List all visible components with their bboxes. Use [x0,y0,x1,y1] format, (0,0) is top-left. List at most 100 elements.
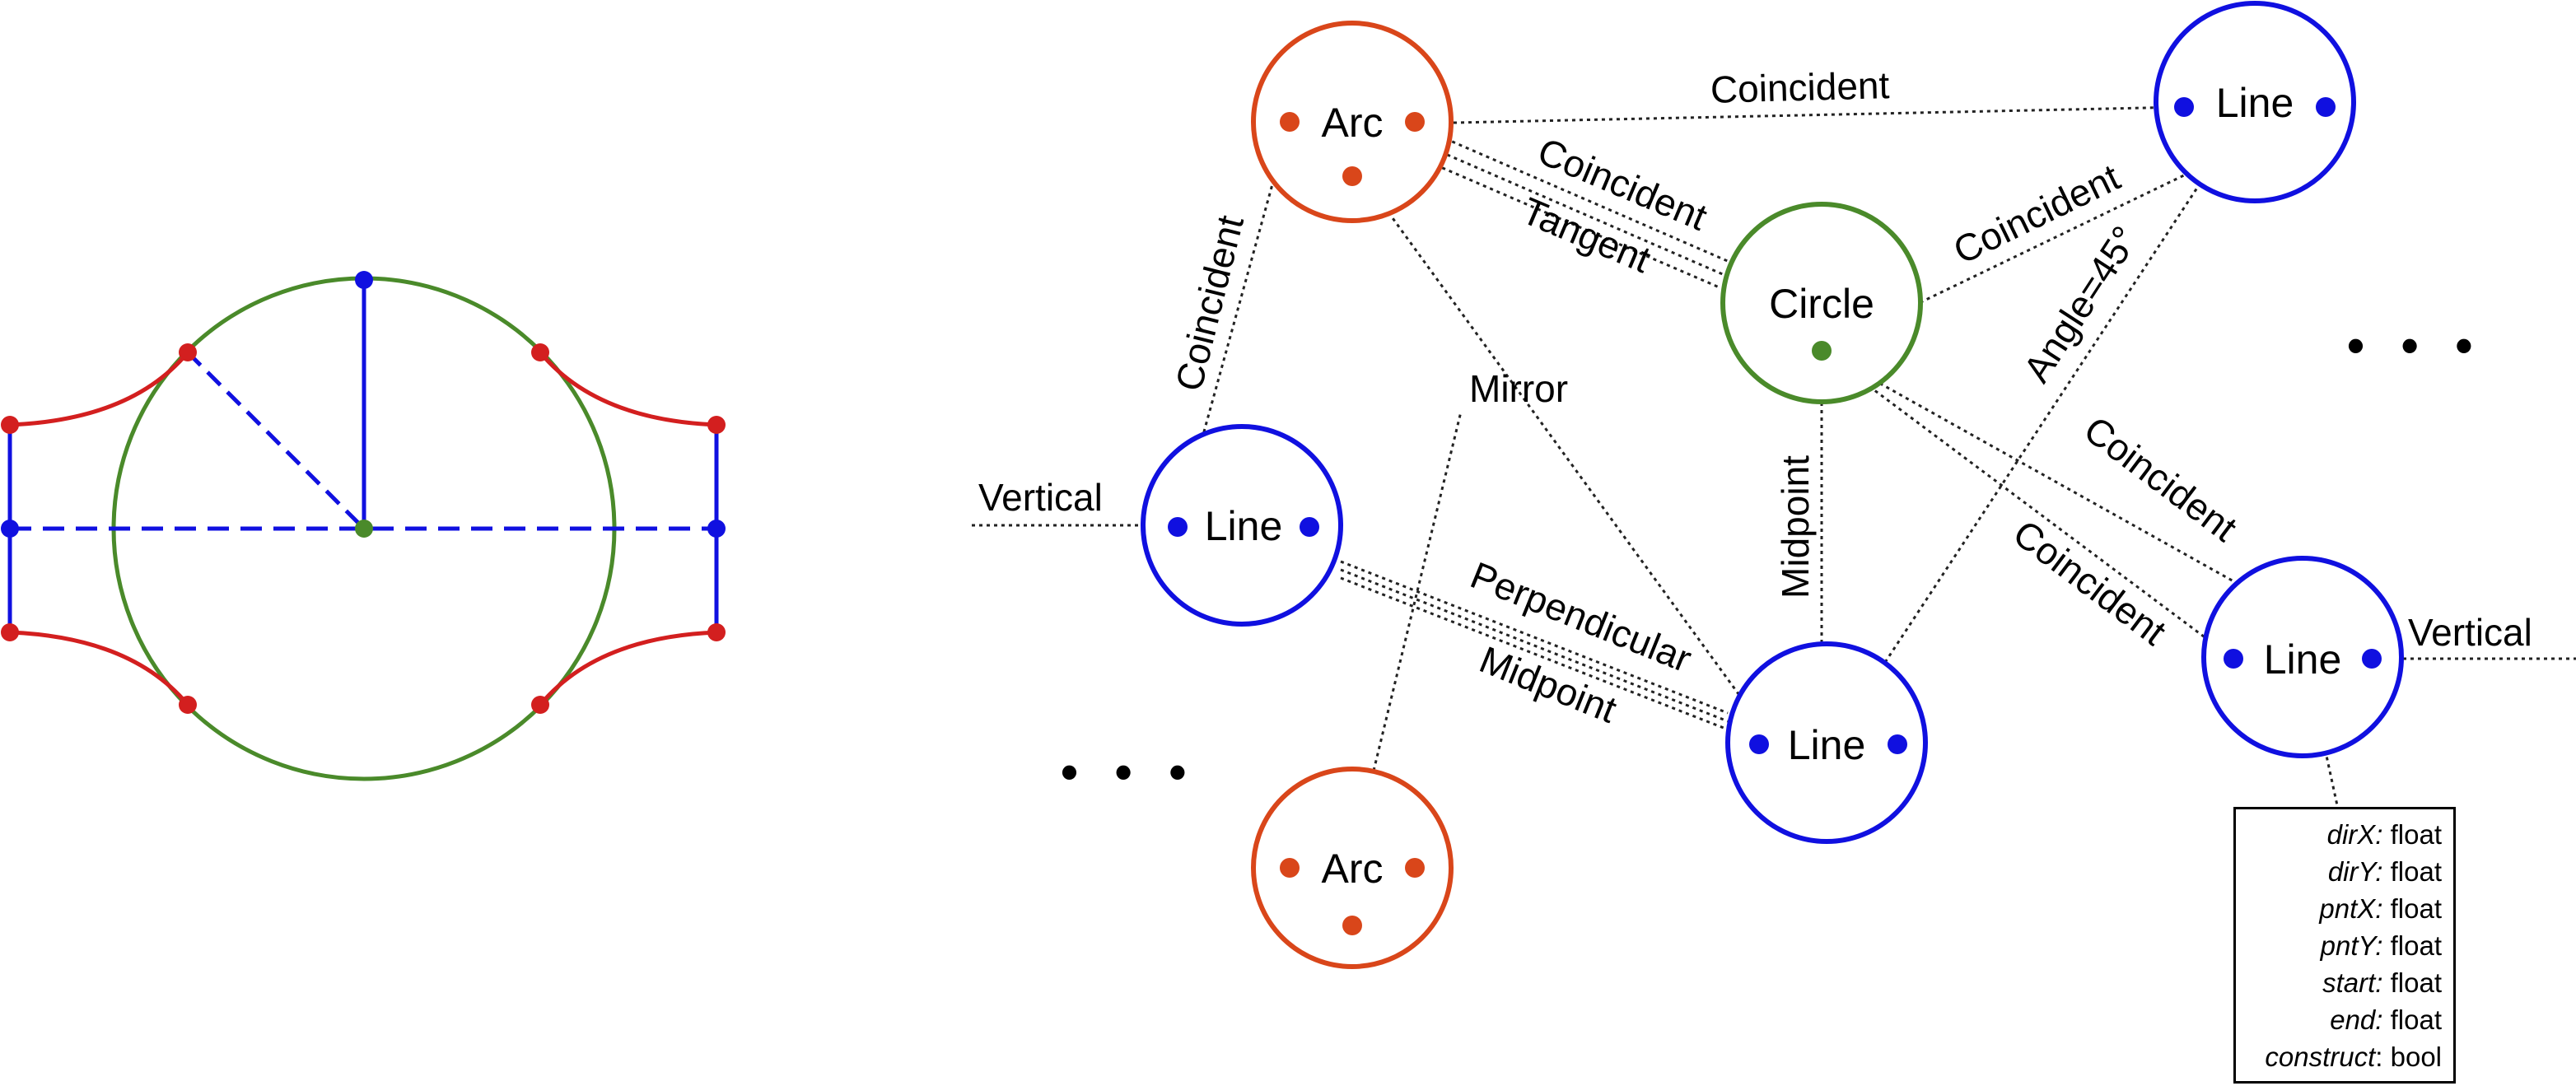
sketch-point [1,520,19,538]
node-arc-circle [1251,767,1454,969]
sketch-point [707,520,726,538]
sketch-point [355,271,373,289]
node-label: Circle [1769,281,1874,327]
node-point [1405,112,1425,132]
node-point [2174,97,2194,117]
edge-line [1372,411,1463,771]
attribute-type: bool [2390,1042,2442,1072]
node-point [1168,517,1188,537]
node-point [1300,517,1319,537]
sketch-point [1,416,19,434]
attribute-separator: : [2375,1042,2383,1072]
node-arc-circle [1251,21,1454,223]
sketch-point [707,623,726,641]
edge-line [1340,568,1729,723]
edge-line [1883,182,2202,664]
node-point [2362,649,2382,669]
node-circle: Circle [1720,202,1923,404]
node-point [1812,341,1832,361]
ellipsis-left: • • • [1061,744,1197,799]
edge-line [1416,105,2185,125]
attribute-row: construct: bool [2236,1038,2442,1075]
node-point [1280,112,1300,132]
node-line-center: Line [1725,641,1928,844]
attribute-type: float [2390,893,2442,924]
sketch-arc-bottom-left [9,630,189,706]
sketch-point [179,343,197,361]
node-point [2224,649,2243,669]
sketch-point [1,623,19,641]
node-line-circle [2201,556,2404,758]
graph-edges [972,105,2576,806]
sketch-construction-diagonal [186,351,366,530]
node-circle-circle [1720,202,1923,404]
sketch-arc-top-left [9,351,189,427]
node-label: Line [1788,722,1866,768]
node-line-circle [1141,424,1343,627]
node-point [1342,166,1362,186]
attribute-type: float [2390,930,2442,961]
line-attribute-box: dirX: float dirY: float pntX: float pntY… [2233,807,2456,1084]
attribute-key: dirX: [2326,819,2383,850]
attribute-type: float [2390,856,2442,887]
node-line-right: Line [2201,556,2404,758]
sketch-point [531,343,549,361]
attribute-type: float [2390,967,2442,998]
attribute-type: float [2390,1004,2442,1035]
attribute-row: start: float [2236,964,2442,1001]
sketch-point [179,696,197,714]
sketch-arc-bottom-right [539,630,717,706]
edge-line [1412,138,1725,277]
node-point [1749,734,1769,754]
edge-label-midpoint: Midpoint [1774,455,1817,599]
attribute-row: pntX: float [2236,890,2442,927]
edge-label-coincident: Coincident [2005,511,2174,653]
attribute-key: pntY: [2320,930,2383,961]
edge-label-coincident: Coincident [1710,63,1890,111]
attribute-key: dirY: [2327,856,2383,887]
sketch-center-point [355,520,373,538]
attribute-row: dirY: float [2236,853,2442,890]
node-line-circle [2154,1,2356,203]
attribute-row: dirX: float [2236,816,2442,853]
edge-line [1340,560,1729,715]
attribute-key: construct [2265,1042,2376,1072]
edge-line [1407,151,1722,290]
node-arc-bottom: Arc [1251,767,1454,969]
sketch-point [707,416,726,434]
node-line-left: Line [1141,424,1343,627]
cad-sketch [1,271,726,781]
graph-nodes: Arc Arc Line Circle Line [1141,1,2404,969]
node-label: Arc [1322,100,1384,146]
attribute-row: pntY: float [2236,927,2442,964]
edge-label-vertical: Vertical [978,476,1103,519]
ellipsis-right: • • • [2347,318,2484,373]
node-label: Line [1205,503,1283,549]
edge-line [1821,349,2373,660]
node-label: Line [2216,80,2294,126]
node-line-circle [1725,641,1928,844]
node-point [2316,97,2336,117]
edge-line [1387,212,1762,725]
node-point [1280,858,1300,878]
attribute-row: end: float [2236,1001,2442,1038]
edge-label-mirror: Mirror [1469,367,1568,410]
edge-label-vertical: Vertical [2408,611,2532,654]
attribute-type: float [2390,819,2442,850]
node-point [1405,858,1425,878]
node-line-top-right: Line [2154,1,2356,203]
edge-line [1340,576,1729,731]
attribute-key: pntX: [2319,893,2383,924]
sketch-point [531,696,549,714]
node-label: Line [2264,636,2342,683]
node-point [1888,734,1907,754]
edge-label-coincident: Coincident [2076,408,2245,549]
sketch-arc-top-right [539,351,717,427]
node-label: Arc [1322,846,1384,892]
attribute-key: end: [2330,1004,2383,1035]
node-point [1342,916,1362,935]
attribute-key: start: [2322,967,2383,998]
edge-line [1417,125,1730,263]
node-arc-top: Arc [1251,21,1454,223]
